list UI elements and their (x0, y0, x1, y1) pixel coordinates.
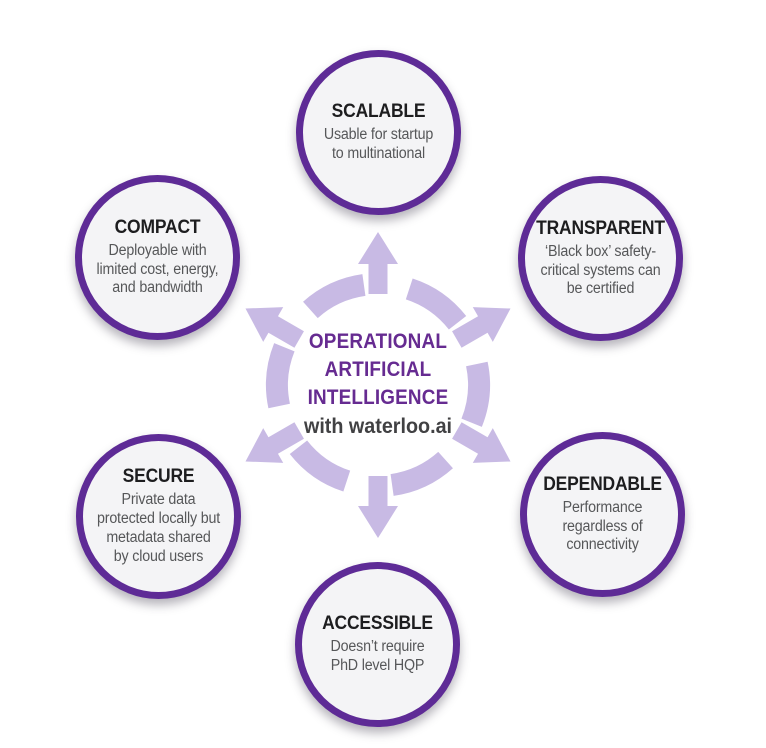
node-compact: COMPACT Deployable with limited cost, en… (75, 175, 240, 340)
node-title: SCALABLE (331, 101, 426, 123)
node-description: Performance regardless of connectivity (562, 498, 643, 554)
node-title: COMPACT (114, 216, 201, 238)
node-scalable: SCALABLE Usable for startup to multinati… (296, 50, 461, 215)
node-description: Private data protected locally but metad… (97, 491, 220, 565)
hub-title: OPERATIONAL ARTIFICIAL INTELLIGENCE (307, 330, 449, 409)
node-accessible: ACCESSIBLE Doesn’t require PhD level HQP (295, 562, 460, 727)
node-text: TRANSPARENT ‘Black box’ safety- critical… (531, 218, 670, 300)
node-transparent: TRANSPARENT ‘Black box’ safety- critical… (518, 176, 683, 341)
hub-subtitle: with waterloo.ai (303, 415, 453, 438)
node-description: Usable for startup to multinational (323, 126, 434, 162)
node-text: ACCESSIBLE Doesn’t require PhD level HQP (308, 613, 447, 676)
node-title: DEPENDABLE (543, 473, 662, 495)
node-secure: SECURE Private data protected locally bu… (76, 434, 241, 599)
node-text: SCALABLE Usable for startup to multinati… (309, 101, 448, 164)
node-text: COMPACT Deployable with limited cost, en… (88, 217, 227, 299)
node-title: SECURE (122, 466, 195, 488)
node-text: DEPENDABLE Performance regardless of con… (533, 474, 672, 556)
hub-text: OPERATIONAL ARTIFICIAL INTELLIGENCE with… (258, 328, 498, 441)
node-title: TRANSPARENT (536, 217, 665, 239)
node-description: Deployable with limited cost, energy, an… (96, 241, 219, 297)
node-title: ACCESSIBLE (322, 613, 433, 635)
node-description: Doesn’t require PhD level HQP (330, 638, 425, 674)
arrow-segment-up (310, 232, 398, 310)
node-text: SECURE Private data protected locally bu… (89, 466, 228, 567)
node-description: ‘Black box’ safety- critical systems can… (540, 242, 661, 298)
arrow-segment-down (358, 460, 446, 538)
node-dependable: DEPENDABLE Performance regardless of con… (520, 432, 685, 597)
